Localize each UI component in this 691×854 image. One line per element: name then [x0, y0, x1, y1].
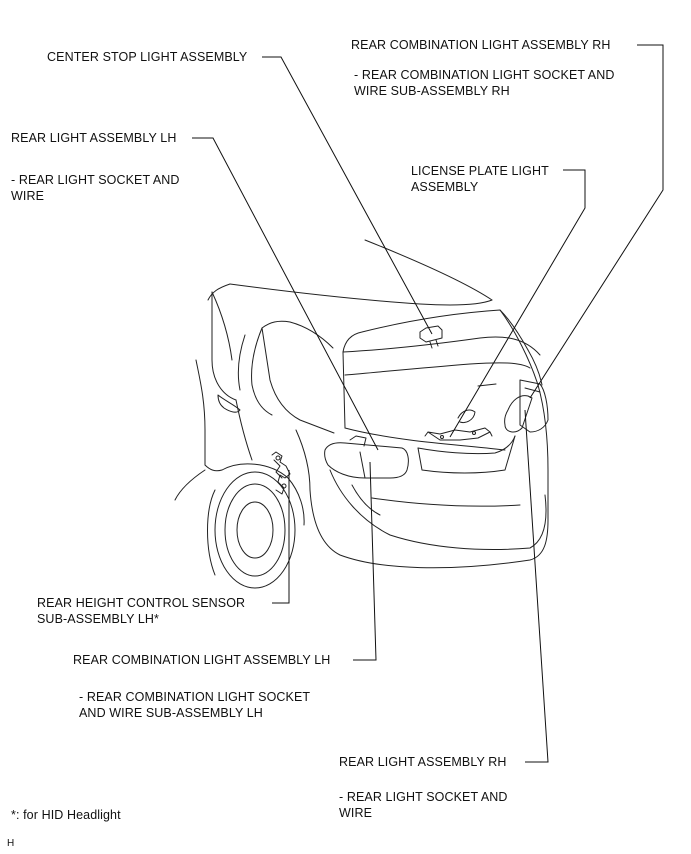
- label-rear-height-control-sensor: REAR HEIGHT CONTROL SENSOR SUB-ASSEMBLY …: [37, 596, 246, 626]
- label-rear-light-rh-sub: - REAR LIGHT SOCKET AND WIRE: [339, 790, 508, 820]
- license-plate-light-part: [424, 383, 497, 441]
- height-sensor-part: [271, 451, 291, 495]
- label-rear-combination-light-rh: REAR COMBINATION LIGHT ASSEMBLY RH: [351, 38, 611, 52]
- label-rear-combination-light-rh-sub: - REAR COMBINATION LIGHT SOCKET AND WIRE…: [354, 68, 615, 98]
- leader-rear-light-rh: [524, 409, 549, 763]
- corner-mark: H: [7, 838, 15, 849]
- leader-center-stop: [262, 56, 433, 335]
- leader-rear-combination-lh: [353, 461, 377, 661]
- label-rear-light-lh-sub: - REAR LIGHT SOCKET AND WIRE: [11, 173, 180, 203]
- label-rear-combination-light-lh: REAR COMBINATION LIGHT ASSEMBLY LH: [73, 653, 331, 667]
- vehicle-body: [174, 239, 549, 589]
- leader-rear-light-lh: [192, 137, 379, 451]
- label-center-stop-light: CENTER STOP LIGHT ASSEMBLY: [47, 50, 248, 64]
- leader-height-sensor: [272, 470, 290, 604]
- rear-combination-light-rh-part: [504, 379, 549, 433]
- leader-rear-combination-rh: [529, 44, 664, 399]
- footnote: *: for HID Headlight: [11, 808, 121, 822]
- label-license-plate-light: LICENSE PLATE LIGHT ASSEMBLY: [411, 164, 549, 194]
- leader-license-plate: [449, 169, 586, 438]
- label-rear-light-lh: REAR LIGHT ASSEMBLY LH: [11, 131, 177, 145]
- label-rear-combination-light-lh-sub: - REAR COMBINATION LIGHT SOCKET AND WIRE…: [79, 690, 311, 720]
- rear-light-lh-part: [324, 435, 409, 479]
- label-rear-light-rh: REAR LIGHT ASSEMBLY RH: [339, 755, 507, 769]
